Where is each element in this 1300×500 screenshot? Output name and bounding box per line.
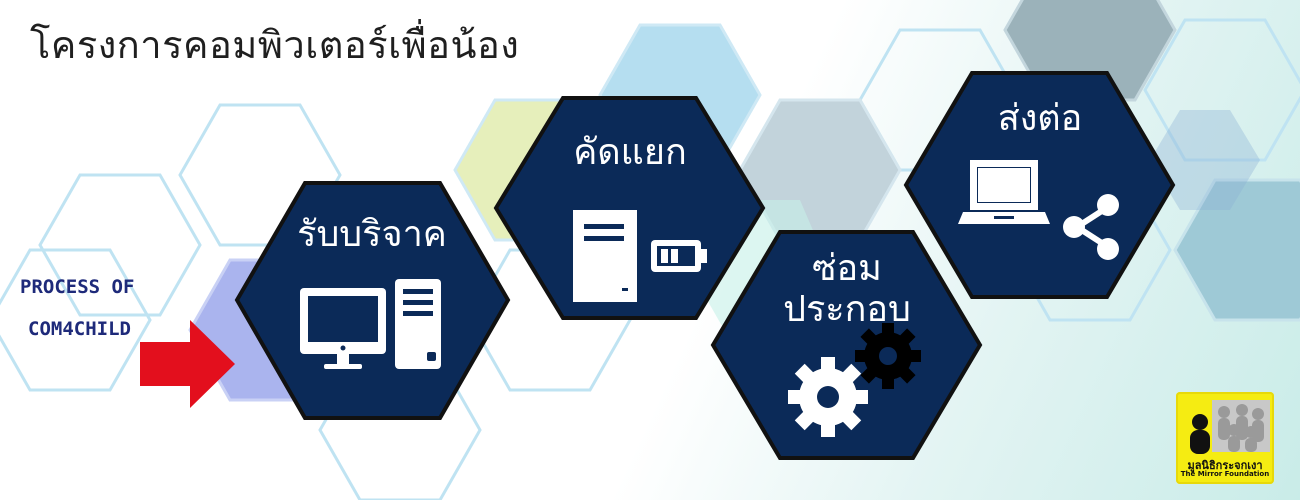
desktop-computer-icon: [300, 279, 441, 369]
hexagon-repair-assemble: [710, 230, 983, 460]
logo-name-thai: มูลนิธิกระจกเงา: [1187, 459, 1263, 472]
gears-icon: [788, 323, 921, 437]
step-receive-donation-label: รับบริจาค: [297, 214, 447, 255]
logo-name-english: The Mirror Foundation: [1180, 470, 1270, 478]
step-repair-label-line-2: ประกอบ: [783, 289, 911, 330]
people-silhouette-icon: [1190, 400, 1270, 454]
laptop-share-icon: [958, 160, 1119, 260]
process-label-line-1: PROCESS OF: [20, 276, 135, 298]
mirror-foundation-logo: มูลนิธิกระจกเงา The Mirror Foundation: [1176, 392, 1274, 484]
step-repair-label-line-1: ซ่อม: [812, 248, 882, 289]
step-forward-label: ส่งต่อ: [997, 98, 1083, 139]
page-title: โครงการคอมพิวเตอร์เพื่อน้อง: [30, 23, 520, 67]
red-arrow-icon: [140, 320, 235, 408]
step-sort-label: คัดแยก: [573, 132, 687, 173]
process-label-line-2: COM4CHILD: [28, 318, 131, 340]
pc-tower-battery-icon: [573, 210, 707, 302]
